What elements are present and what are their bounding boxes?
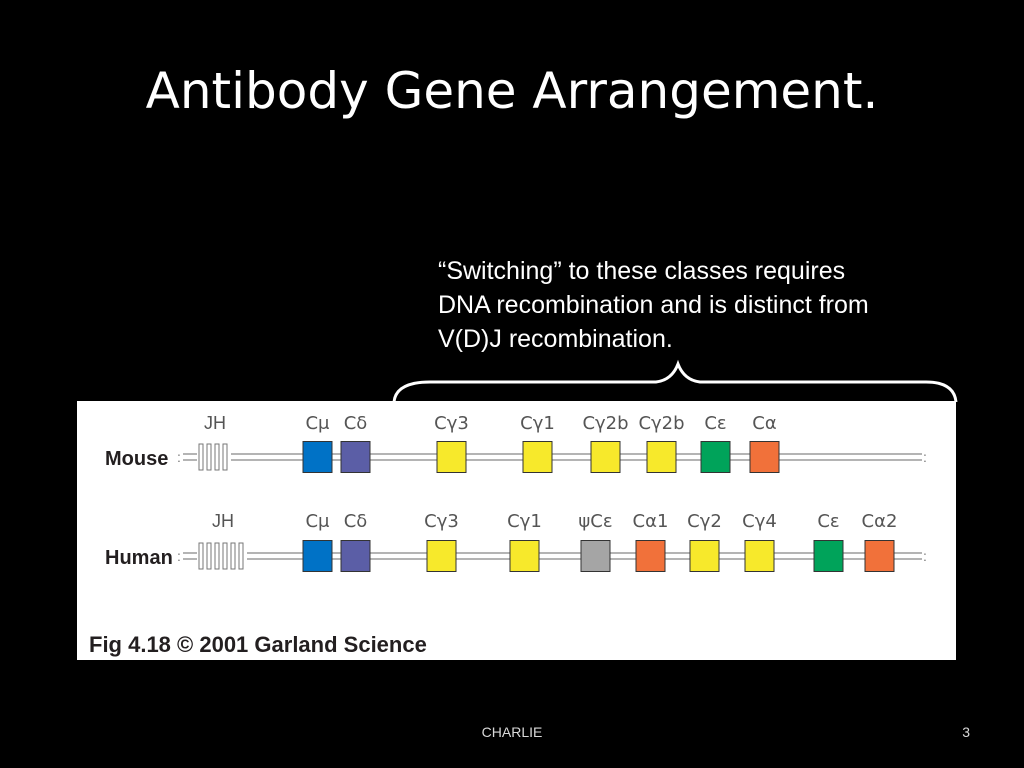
figure-caption: Fig 4.18 © 2001 Garland Science [89,632,427,657]
locus-continuation: : [177,449,181,465]
jh-segment [198,542,204,570]
segment-label: Cγ1 [520,413,555,434]
slide-title: Antibody Gene Arrangement. [145,62,879,120]
segment-label: Cγ2b [638,413,684,434]
constant-region-segment [744,540,775,572]
segment-label: Cδ [344,511,368,532]
constant-region-segment [509,540,540,572]
constant-region-segment [302,540,333,572]
constant-region-segment [813,540,844,572]
segment-label: Cα2 [862,511,898,532]
curly-brace [392,359,958,403]
segment-label: Cε [704,413,726,434]
segment-label: Cγ3 [424,511,459,532]
segment-label: Cα1 [633,511,669,532]
jh-segment [238,542,244,570]
constant-region-segment [590,441,621,473]
footer-author: CHARLIE [481,724,543,740]
constant-region-segment [700,441,731,473]
jh-segment [214,443,220,471]
constant-region-segment [646,441,677,473]
locus-continuation: : [923,548,927,564]
constant-region-segment [635,540,666,572]
segment-label: Cγ2 [687,511,722,532]
callout-text: “Switching” to these classes requires DN… [438,254,958,356]
constant-region-segment [864,540,895,572]
jh-segment [222,542,228,570]
page-number: 3 [962,724,970,740]
callout-line: V(D)J recombination. [438,325,673,353]
constant-region-segment [580,540,611,572]
constant-region-segment [340,441,371,473]
species-label: Human [105,547,173,569]
jh-segment [206,542,212,570]
segment-label: Cμ [305,413,330,434]
constant-region-segment [436,441,467,473]
jh-segment [230,542,236,570]
segment-label: ψCε [578,511,612,532]
jh-label: JH [204,413,226,433]
constant-region-segment [689,540,720,572]
constant-region-segment [522,441,553,473]
callout-line: DNA recombination and is distinct from [438,291,869,319]
constant-region-segment [749,441,780,473]
segment-label: Cγ2b [582,413,628,434]
callout-line: “Switching” to these classes requires [438,257,846,285]
segment-label: Cγ4 [742,511,777,532]
locus-continuation: : [177,548,181,564]
segment-label: Cδ [344,413,368,434]
jh-label: JH [212,511,234,531]
species-label: Mouse [105,448,168,470]
segment-label: Cα [752,413,776,434]
segment-label: Cγ1 [507,511,542,532]
segment-label: Cγ3 [434,413,469,434]
constant-region-segment [302,441,333,473]
jh-segment [198,443,204,471]
constant-region-segment [340,540,371,572]
jh-segment [222,443,228,471]
constant-region-segment [426,540,457,572]
segment-label: Cε [817,511,839,532]
locus-continuation: : [923,449,927,465]
jh-segment [206,443,212,471]
jh-segment [214,542,220,570]
segment-label: Cμ [305,511,330,532]
